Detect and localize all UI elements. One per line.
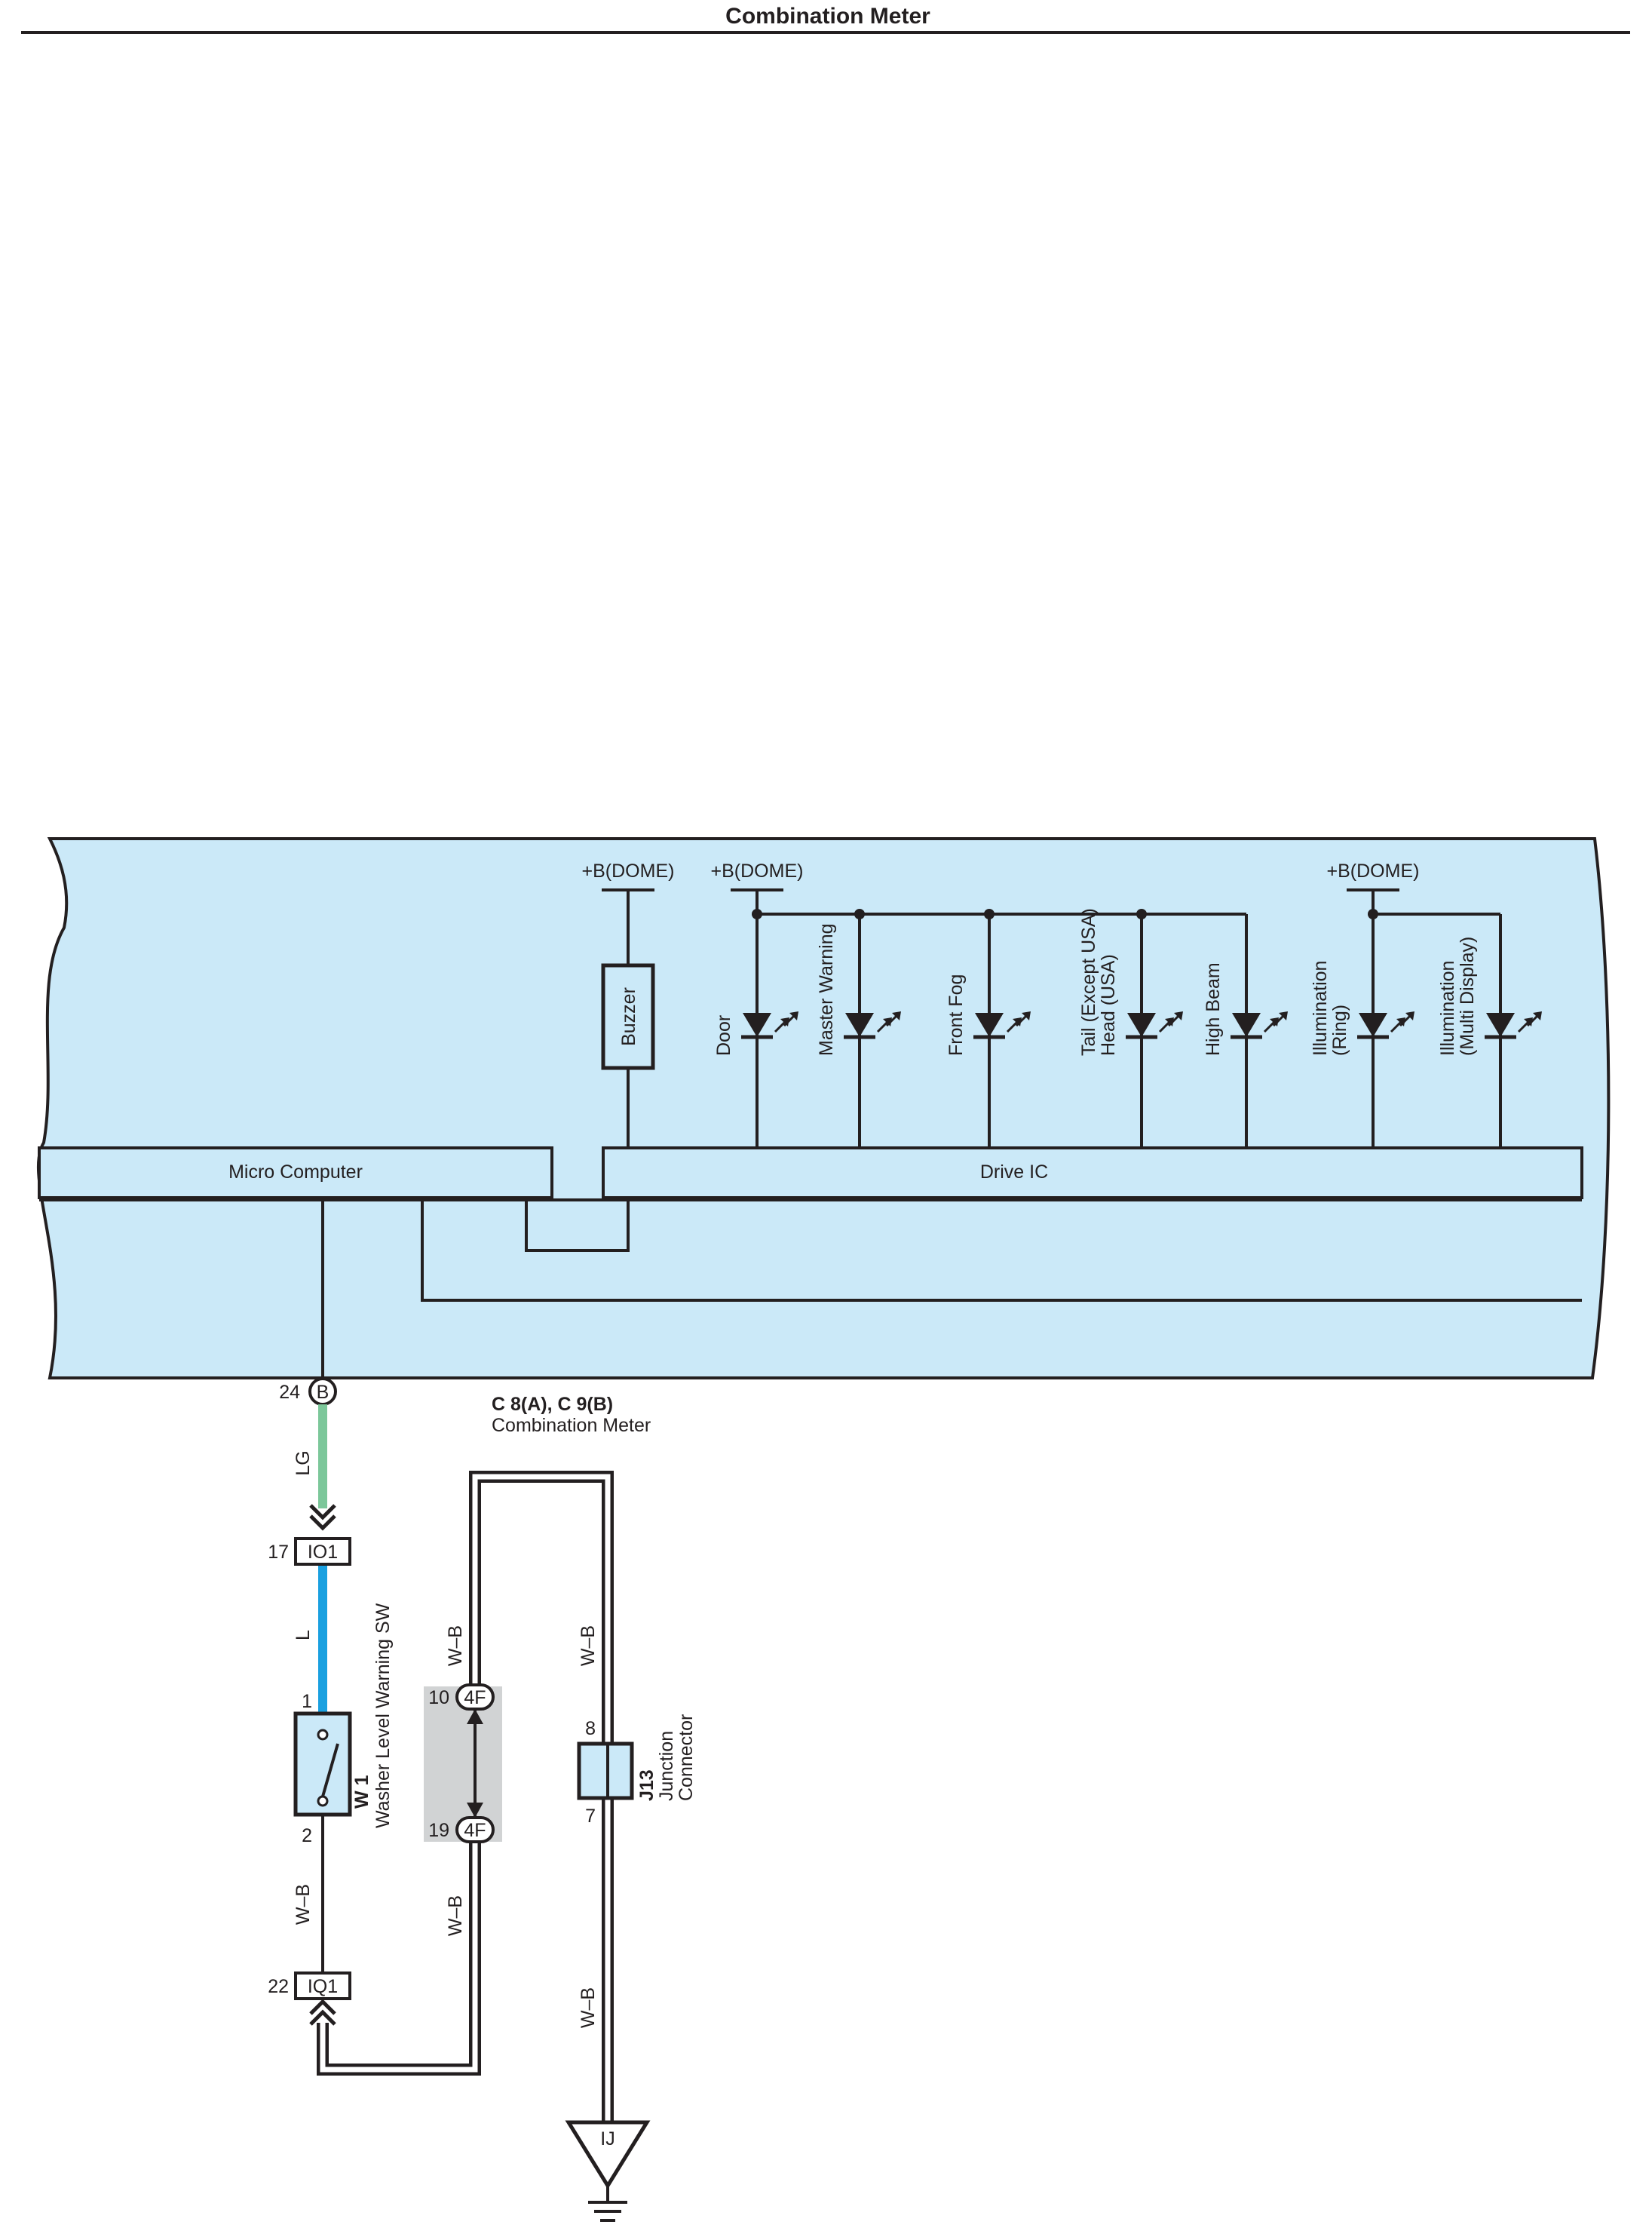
light-ray-arrowhead [1405,1011,1414,1020]
lg-wire-label: LG [293,1450,314,1475]
connector-4f-top-pin: 10 [428,1687,449,1708]
micro-computer-label: Micro Computer [228,1161,363,1183]
junction-line1: Junction [656,1731,677,1801]
junction-pin-top: 8 [585,1718,596,1739]
combination-meter-panel [37,837,1611,1379]
junction-line2: Connector [676,1714,697,1801]
led-icon [743,1013,771,1037]
indicator-label: Illumination [1437,961,1458,1056]
wire-label-wb-4: W–B [578,1625,599,1666]
iq1-arrow-upper [309,1999,336,2015]
indicator-led: Illumination(Multi Display) [1437,914,1542,1148]
indicator-led: Tail (Except USA)Head (USA) [1078,908,1183,1148]
light-ray-arrowhead [1022,1011,1031,1020]
drive-ic-label: Drive IC [980,1161,1048,1183]
indicator-led: High Beam [1203,914,1288,1148]
meter-connector-label: C 8(A), C 9(B) [492,1394,613,1415]
junction-dot [854,909,865,919]
io1-connector [294,1537,351,1566]
led-icon [1359,1013,1387,1037]
io1-arrow-upper [309,1504,336,1520]
drive-ic-block [602,1146,1583,1199]
connector-4f-top-label: 4F [464,1687,486,1708]
switch-contact-bottom [317,1795,329,1807]
connector-4f-bottom-pin: 19 [428,1820,449,1841]
junction-dot [984,909,995,919]
connector-4f-arrow-up [467,1709,483,1724]
indicator-led: Master Warning [816,909,901,1148]
io1-pin: 17 [268,1542,289,1563]
micro-to-drive-line [421,1198,1582,1302]
meter-terminal-pin: 24 [279,1382,300,1403]
led-icon [1486,1013,1515,1037]
indicator-label: (Multi Display) [1457,937,1478,1056]
light-ray-arrowhead [789,1011,798,1020]
connector-4f-top [455,1683,495,1711]
micro-computer-block [38,1146,553,1199]
l-wire-label: L [293,1630,314,1640]
indicator-label: Tail (Except USA) [1078,908,1099,1056]
junction-id: J13 [636,1769,657,1801]
ground-label: IJ [600,2128,615,2149]
led-icon [845,1013,874,1037]
iq1-label: IQ1 [308,1976,338,1997]
wire-label-wb-2: W–B [445,1625,466,1666]
led-icon [1232,1013,1261,1037]
power-label-illumination: +B(DOME) [1327,861,1420,882]
indicator-led-group: Door Master Warning Front Fog Tail (Except … [713,908,1542,1148]
light-ray-arrowhead [1533,1011,1542,1020]
wire-label-wb-5: W–B [578,1987,599,2028]
switch-pin-top: 1 [302,1691,312,1712]
switch-name: Washer Level Warning SW [372,1603,394,1828]
switch-contact-top [317,1729,329,1741]
connector-4f-arrow-down [467,1803,483,1818]
indicator-led: Front Fog [946,909,1031,1148]
light-ray-arrowhead [1174,1011,1183,1020]
indicator-label: Front Fog [946,974,967,1056]
connector-4f-bottom [455,1816,495,1843]
power-label-buzzer: +B(DOME) [582,861,675,882]
indicator-label: Illumination [1310,961,1331,1056]
led-icon [975,1013,1004,1037]
switch-id: W 1 [351,1775,372,1809]
junction-dot [1368,909,1378,919]
wire-label-wb-3: W–B [445,1895,466,1936]
buzzer-label: Buzzer [618,987,639,1046]
io1-arrow-lower [309,1514,336,1531]
wire-label-wb-1: W–B [293,1884,314,1925]
indicator-label: Master Warning [816,923,837,1056]
led-icon [1127,1013,1156,1037]
buzzer-control-line [525,1198,630,1252]
indicator-label: Head (USA) [1098,954,1119,1056]
indicator-label: (Ring) [1329,1005,1350,1056]
ground-triangle [565,2120,651,2189]
page-title: Combination Meter [725,4,930,29]
junction-dot [1136,909,1147,919]
light-ray-arrowhead [892,1011,901,1020]
shield-box-4f [424,1686,502,1842]
indicator-led: Illumination(Ring) [1310,909,1414,1148]
switch-blade [321,1743,339,1797]
meter-name-label: Combination Meter [492,1415,651,1436]
indicator-label: High Beam [1203,962,1224,1056]
light-ray-arrowhead [1279,1011,1288,1020]
iq1-arrow-lower [309,2009,336,2026]
indicator-label: Door [713,1015,734,1056]
junction-connector-j13 [577,1741,634,1800]
iq1-connector [294,1972,351,2000]
indicator-led: Door [713,909,798,1148]
iq1-pin: 22 [268,1976,289,1997]
connector-4f-bottom-label: 4F [464,1820,486,1841]
switch-pin-bottom: 2 [302,1825,312,1846]
power-label-indicators: +B(DOME) [711,861,804,882]
junction-pin-bottom: 7 [585,1806,596,1827]
io1-label: IO1 [308,1542,338,1563]
buzzer [601,963,655,1070]
junction-dot [752,909,762,919]
meter-terminal-conn: B [317,1382,329,1403]
